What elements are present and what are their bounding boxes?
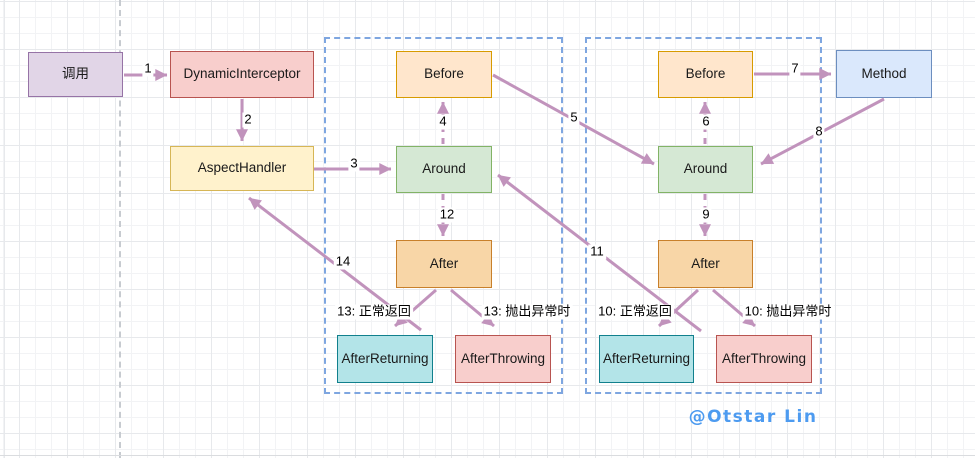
node-label: AfterThrowing bbox=[460, 350, 546, 366]
edge-number-7: 7 bbox=[789, 60, 801, 77]
edge-number-5: 5 bbox=[568, 109, 580, 126]
10-return-label: 10: 正常返回 bbox=[596, 303, 674, 320]
node-method[interactable]: Method bbox=[836, 50, 932, 98]
node-label: AspectHandler bbox=[197, 160, 287, 176]
node-before-left[interactable]: Before bbox=[396, 51, 492, 98]
13-return-label: 13: 正常返回 bbox=[335, 303, 413, 320]
page-bottom-line bbox=[0, 455, 975, 456]
node-before-right[interactable]: Before bbox=[658, 51, 753, 98]
node-label: After bbox=[429, 255, 459, 271]
node-after-throwing-left[interactable]: AfterThrowing bbox=[455, 335, 551, 383]
edge-number-4: 4 bbox=[437, 113, 449, 130]
node-after-left[interactable]: After bbox=[396, 240, 492, 288]
node-after-right[interactable]: After bbox=[658, 240, 753, 288]
node-label: AfterReturning bbox=[602, 350, 691, 366]
13-throw-label: 13: 抛出异常时 bbox=[481, 303, 573, 320]
edge-number-6: 6 bbox=[700, 113, 712, 130]
10-throw-label: 10: 抛出异常时 bbox=[742, 303, 834, 320]
node-label: DynamicInterceptor bbox=[183, 66, 301, 82]
watermark: @Otstar Lin bbox=[688, 407, 818, 427]
node-aspect-handler[interactable]: AspectHandler bbox=[170, 146, 314, 191]
edge-number-9: 9 bbox=[700, 206, 712, 223]
node-after-returning-right[interactable]: AfterReturning bbox=[599, 335, 694, 383]
node-label: 调用 bbox=[62, 66, 89, 82]
node-around-right[interactable]: Around bbox=[658, 146, 753, 193]
node-after-throwing-right[interactable]: AfterThrowing bbox=[716, 335, 812, 383]
edge-number-1: 1 bbox=[142, 60, 154, 77]
edge-number-12: 12 bbox=[437, 206, 457, 223]
node-label: Before bbox=[685, 66, 726, 82]
node-label: Before bbox=[424, 66, 464, 82]
edge-number-11: 11 bbox=[588, 243, 606, 260]
node-label: Around bbox=[422, 161, 466, 177]
node-call[interactable]: 调用 bbox=[28, 52, 123, 97]
edge-number-3: 3 bbox=[348, 155, 360, 172]
node-dynamic-interceptor[interactable]: DynamicInterceptor bbox=[170, 51, 314, 98]
node-label: Method bbox=[861, 65, 907, 81]
edge-number-2: 2 bbox=[242, 111, 254, 128]
node-label: After bbox=[691, 255, 720, 271]
node-after-returning-left[interactable]: AfterReturning bbox=[337, 335, 433, 383]
node-label: AfterThrowing bbox=[721, 350, 807, 366]
edge-number-8: 8 bbox=[813, 123, 825, 140]
edge-number-14: 14 bbox=[333, 253, 353, 270]
node-around-left[interactable]: Around bbox=[396, 146, 492, 193]
page-divider-line bbox=[119, 0, 121, 458]
node-label: AfterReturning bbox=[341, 350, 429, 366]
node-label: Around bbox=[683, 161, 728, 177]
